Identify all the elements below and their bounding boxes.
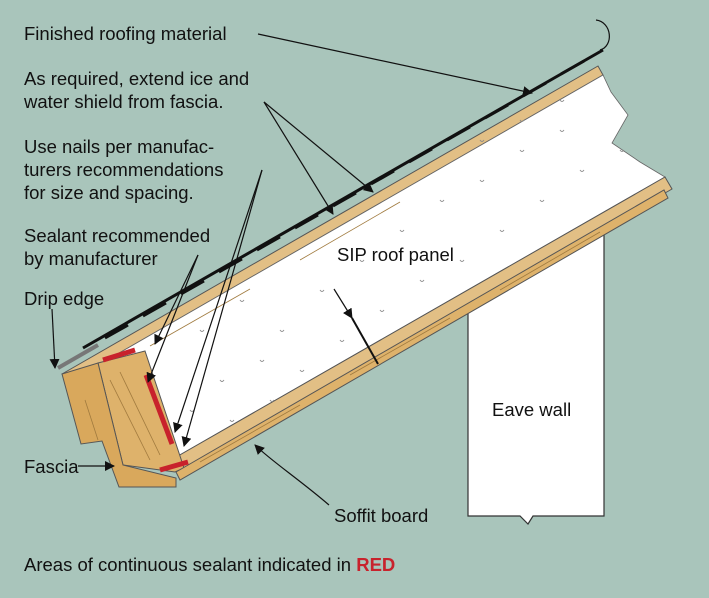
label-sealant-line1: Sealant recommended xyxy=(24,225,211,246)
panel-spline xyxy=(351,317,379,365)
label-finished-roofing: Finished roofing material xyxy=(24,23,227,44)
label-fascia: Fascia xyxy=(24,456,79,477)
fascia-board xyxy=(61,362,177,488)
leader-lines xyxy=(49,19,610,506)
wood-grain xyxy=(84,201,601,463)
label-nails-line3: for size and spacing. xyxy=(24,182,194,203)
eave-wall xyxy=(467,231,605,525)
finished-roofing-shingles xyxy=(82,48,604,350)
label-nails-line1: Use nails per manufac- xyxy=(24,136,215,157)
caption-text: Areas of continuous sealant indicated in xyxy=(24,554,352,575)
label-sealant-line2: by manufacturer xyxy=(24,248,158,269)
soffit-board xyxy=(175,189,669,481)
label-ice-shield-line2: water shield from fascia. xyxy=(24,91,224,112)
foam-texture xyxy=(189,99,625,422)
label-drip-edge: Drip edge xyxy=(24,288,105,309)
label-nails-line2: turers recommendations xyxy=(24,159,224,180)
drip-edge xyxy=(57,343,99,370)
label-ice-shield-line1: As required, extend ice and xyxy=(24,68,250,89)
caption-red-highlight: RED xyxy=(356,554,396,575)
label-soffit-board: Soffit board xyxy=(334,505,429,526)
label-eave-wall: Eave wall xyxy=(492,399,572,420)
label-sip-roof-panel: SIP roof panel xyxy=(337,244,454,265)
caption: Areas of continuous sealant indicated in… xyxy=(24,553,395,576)
continuous-sealant xyxy=(102,347,189,473)
